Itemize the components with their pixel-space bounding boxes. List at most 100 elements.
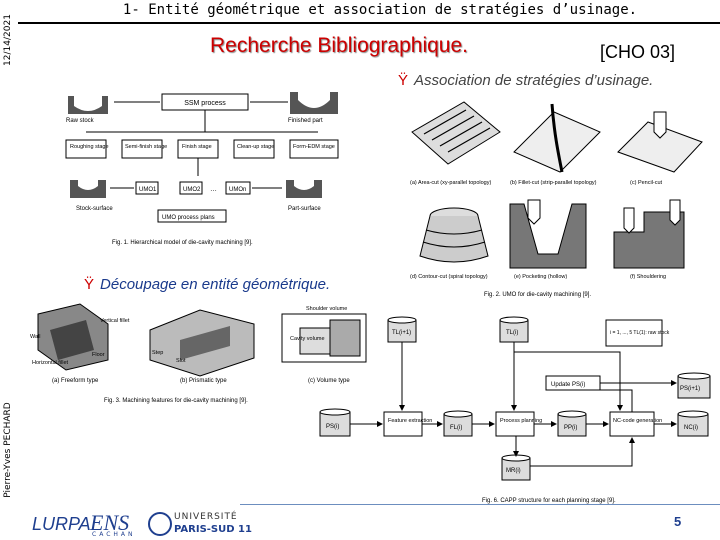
umo-box (179, 181, 203, 195)
ens-logo: ENS (90, 510, 130, 535)
feature-type-label: (c) Volume type (308, 378, 350, 384)
umo-label: UMO2 (183, 187, 201, 193)
note-box (605, 319, 663, 347)
tl-label: TL(i) (506, 330, 518, 336)
ps-store (319, 408, 351, 437)
side-author: Pierre-Yves PECHARD (3, 402, 13, 498)
feature-label: Wall (30, 334, 41, 340)
stage-box (65, 139, 107, 159)
stage-label: Roughing stage (70, 144, 109, 150)
umo-label: (f) Shouldering (630, 274, 666, 280)
feature-label: Horizontal fillet (32, 360, 69, 366)
feature-label: Floor (92, 352, 105, 358)
bullet-association: Ÿ Association de stratégies d’usinage. (398, 72, 653, 89)
umo-pocketing-image (509, 199, 587, 269)
header-divider (18, 22, 720, 24)
tl-next-label: TL(i+1) (392, 330, 411, 336)
ps-next-label: PS(i+1) (680, 386, 700, 392)
stage-row: Roughing stage Semi-finish stage Finish … (65, 139, 339, 159)
umo-process-plans-box (157, 209, 227, 223)
figure-1-caption: Fig. 1. Hierarchical model of die-cavity… (112, 240, 253, 246)
side-date: 12/14/2021 (3, 14, 13, 66)
feature-label: Step (152, 350, 163, 356)
tl-store (499, 316, 529, 343)
stage-label: Semi-finish stage (125, 144, 167, 150)
stage-box (289, 139, 339, 159)
feature-label: Cavity volume (290, 336, 325, 342)
umo-label: (c) Pencil-cut (630, 180, 663, 186)
university-logo-sub: PARIS-SUD 11 (174, 524, 252, 535)
umo-box (135, 181, 159, 195)
stock-surface-label: Stock-surface (76, 206, 113, 212)
university-logo-text: UNIVERSITÉ (174, 512, 238, 522)
figure-3-machining-features: Wall Vertical fillet Floor Horizontal fi… (30, 303, 367, 404)
figure-2-umo: (a) Area-cut (xy-parallel topology) (b) … (410, 101, 703, 298)
bullet-decoupage-text: Découpage en entité géométrique. (100, 276, 331, 293)
umo-contour-cut-image (419, 207, 489, 263)
umo-shouldering-image (613, 199, 685, 269)
bullet-association-text: Association de stratégies d’usinage. (414, 72, 654, 89)
section-title: Recherche Bibliographique. (210, 34, 468, 57)
freeform-type-image (37, 303, 109, 371)
finished-part-label: Finished part (288, 118, 323, 124)
umo-label: (b) Fillet-cut (strip-parallel topology) (510, 180, 597, 186)
part-surface-label: Part-surface (288, 206, 321, 212)
bullet-glyph-icon: Ÿ (84, 276, 95, 293)
pp-label: PP(i) (564, 425, 577, 431)
umo-process-plans-label: UMO process plans (162, 215, 215, 221)
stage-box (233, 139, 275, 159)
part-surface-shape (286, 180, 322, 198)
note-label: i = 1, ..., 5 TL(1): raw stock (610, 330, 670, 336)
umo-label: UMO1 (139, 187, 157, 193)
nc-label: NC(i) (684, 425, 698, 431)
process-planning-box (495, 411, 535, 437)
feature-extraction-box (383, 411, 423, 437)
stage-label: Form-EDM stage (293, 144, 335, 150)
tl-next-store (387, 316, 417, 343)
nc-store (677, 410, 709, 437)
umo-box (225, 181, 251, 195)
feature-label: Vertical fillet (100, 318, 130, 324)
umo-label: (e) Pocketing (hollow) (514, 274, 567, 280)
mr-store (501, 454, 531, 481)
figure-6-caption: Fig. 6. CAPP structure for each planning… (482, 498, 616, 504)
umo-label: UMOn (229, 187, 246, 193)
figure-3-caption: Fig. 3. Machining features for die-cavit… (104, 398, 248, 404)
figure-1-hierarchical-model: SSM process Raw stock Finished part Roug… (65, 92, 339, 246)
raw-stock-shape (68, 96, 108, 114)
fl-store (443, 410, 473, 437)
umo-label: (d) Contour-cut (spiral topology) (410, 274, 488, 280)
feature-extraction-label: Feature extraction (388, 418, 432, 424)
feature-label: Shoulder volume (306, 306, 347, 312)
umo-area-cut-image (411, 101, 501, 165)
finished-part-shape (290, 92, 338, 114)
umo-pencil-cut-image (617, 111, 703, 173)
footer-divider (240, 504, 720, 505)
stage-label: Clean-up stage (237, 144, 274, 150)
reference-tag: [CHO 03] (600, 42, 676, 62)
bullet-glyph-icon: Ÿ (398, 72, 409, 89)
page-number: 5 (674, 514, 682, 529)
umo-fillet-cut-image (513, 103, 601, 173)
feature-type-label: (b) Prismatic type (180, 378, 227, 384)
update-label: Update PS(i) (551, 382, 585, 388)
process-planning-label: Process planning (500, 418, 542, 424)
prismatic-type-image (149, 309, 255, 377)
figure-2-caption: Fig. 2. UMO for die-cavity machining [9]… (484, 292, 591, 298)
page-title: 1- Entité géométrique et association de … (122, 2, 638, 18)
ssm-label: SSM process (184, 100, 226, 107)
stage-box (121, 139, 163, 159)
lurpa-logo: LURPA (32, 514, 91, 534)
svg-text:…: … (210, 186, 217, 193)
nc-generation-label: NC-code generation (613, 418, 662, 424)
flow-arrows (350, 342, 677, 467)
ens-logo-sub: CACHAN (92, 531, 136, 538)
figure-6-capp-structure: TL(i+1) TL(i) i = 1, ..., 5 TL(1): raw s… (319, 316, 711, 504)
stage-label: Finish stage (182, 144, 212, 150)
feature-label: Slot (176, 358, 186, 364)
feature-type-label: (a) Freeform type (52, 378, 99, 384)
raw-stock-label: Raw stock (66, 118, 95, 124)
mr-label: MR(i) (506, 468, 521, 474)
volume-type-image (281, 313, 367, 363)
pp-store (557, 410, 587, 437)
